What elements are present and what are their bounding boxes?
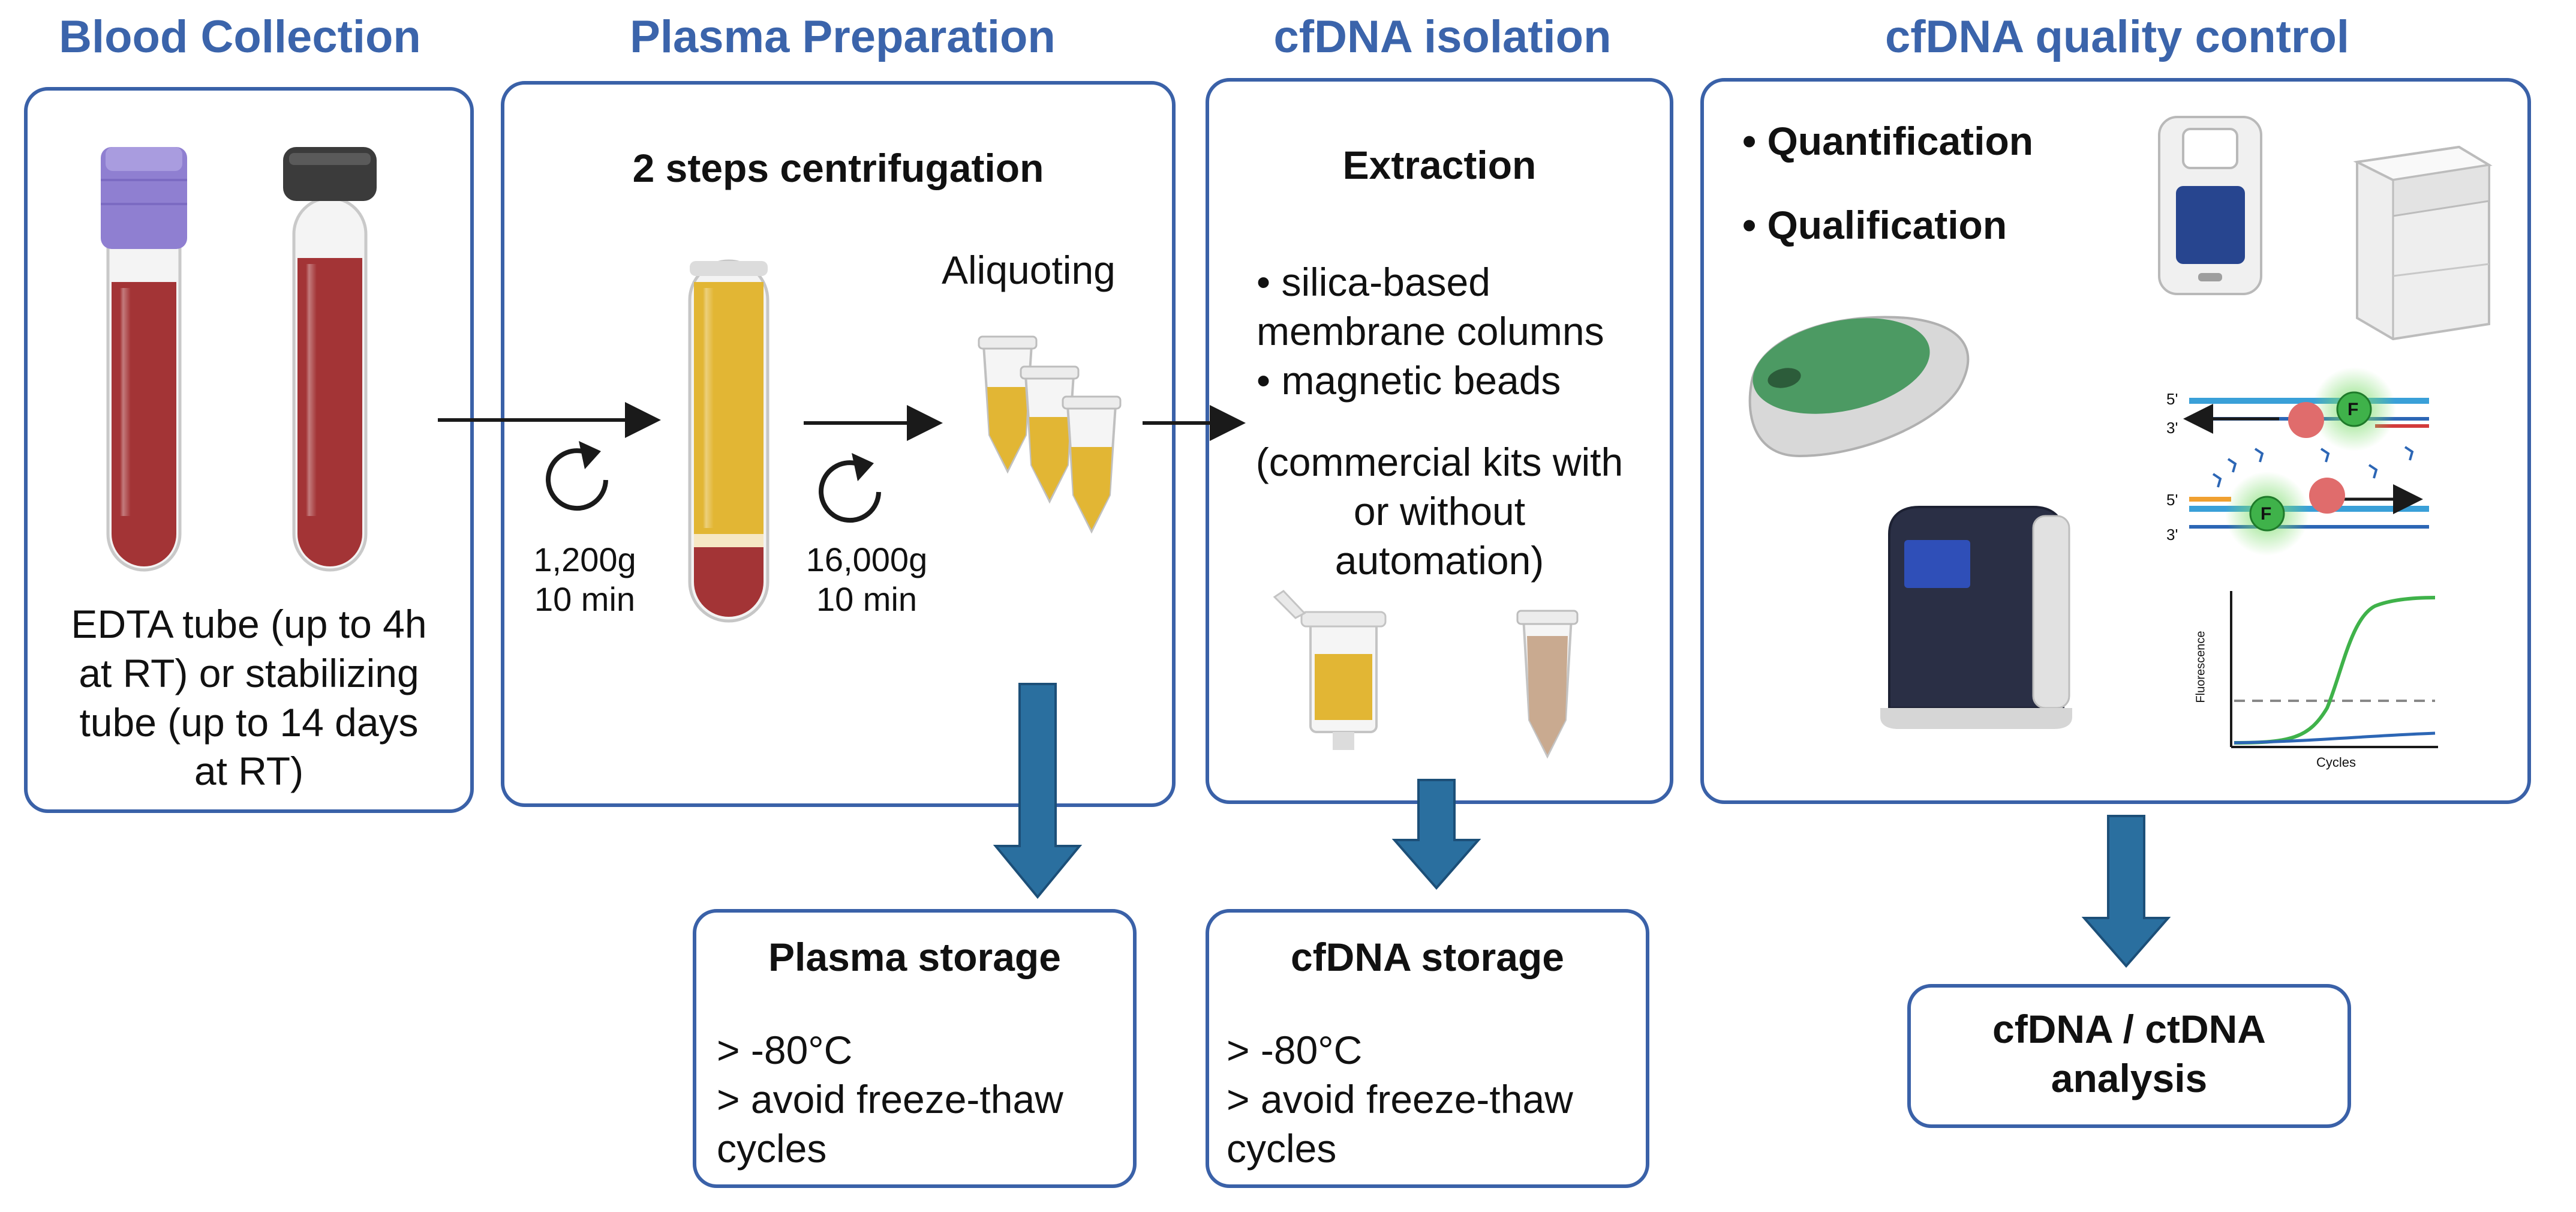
extraction-note: (commercial kits with or without automat… [1206,438,1673,585]
heading-quality-control: cfDNA quality control [1884,11,2350,62]
spin2-label: 16,000g 10 min [795,540,939,619]
centrifuged-tube-icon [688,259,770,623]
storage-line: > avoid freeze-thaw [717,1076,1063,1121]
spin1-label: 1,200g 10 min [522,540,648,619]
down-arrow-analysis [2081,815,2171,968]
heading-cfdna-isolation: cfDNA isolation [1273,11,1612,62]
magnetic-bead-tube-icon [1516,610,1579,759]
plot-ylabel: Fluorescence [2194,631,2208,703]
electrophoresis-instrument-icon [2353,145,2493,341]
caption-line: at RT) or stabilizing [79,650,419,695]
qc-bullet-text: Qualification [1767,203,2007,247]
method-line: membrane columns [1257,308,1604,353]
extraction-subtitle: Extraction [1342,143,1537,187]
cfdna-storage-title: cfDNA storage [1291,935,1564,979]
analysis-label: cfDNA / ctDNA analysis [1907,1005,2351,1103]
analysis-line: analysis [2051,1055,2208,1100]
strand-label-3a: 3' [2166,419,2178,437]
storage-line: cycles [717,1126,827,1171]
taqman-probe-diagram [2183,367,2429,556]
storage-line: > -80°C [1227,1028,1363,1072]
spin1-time: 10 min [534,580,636,619]
heading-blood-collection: Blood Collection [59,11,421,62]
down-arrow-cfdna-storage [1391,779,1481,890]
plasma-storage-details: > -80°C > avoid freeze-thaw cycles [717,1026,1063,1173]
plot-xlabel: Cycles [2316,755,2356,770]
method-line: • silica-based [1257,260,1490,304]
edta-tube-icon [101,147,187,572]
probe-label-a: F [2347,400,2359,419]
strand-label-3b: 3' [2166,526,2178,544]
amplification-plot [2230,591,2438,748]
probe-label-b: F [2261,504,2272,524]
note-line: (commercial kits with [1255,440,1624,484]
fluorometer-icon [2158,116,2262,295]
cfdna-storage-details: > -80°C > avoid freeze-thaw cycles [1227,1026,1573,1173]
storage-line: > avoid freeze-thaw [1227,1076,1573,1121]
rotation-icon [546,441,608,511]
extraction-methods: • silica-based membrane columns • magnet… [1257,258,1604,405]
heading-plasma-preparation: Plasma Preparation [630,11,1056,62]
down-arrow-plasma-storage [993,683,1083,899]
panel-analysis [1907,984,2351,1128]
strand-label-5b: 5' [2166,491,2178,509]
caption-line: EDTA tube (up to 4h [71,602,427,646]
stabilizing-tube-icon [283,147,377,572]
storage-line: cycles [1227,1126,1337,1171]
aliquot-tubes-icon [978,335,1122,534]
spin2-speed: 16,000g [805,541,928,578]
panel-cfdna-storage [1206,909,1649,1188]
method-line: • magnetic beads [1257,358,1561,403]
panel-blood-collection [24,87,474,813]
spectrophotometer-icon [1748,316,1970,458]
panel-plasma-storage [693,909,1137,1188]
caption-line: tube (up to 14 days [79,700,419,745]
strand-label-5a: 5' [2166,390,2178,408]
qc-bullet-text: Quantification [1767,119,2034,163]
plasma-storage-title: Plasma storage [768,935,1061,979]
note-line: or without [1353,488,1526,533]
centrifugation-subtitle: 2 steps centrifugation [632,146,1044,190]
analysis-line: cfDNA / ctDNA [1992,1007,2266,1051]
spin1-speed: 1,200g [533,541,636,578]
note-line: automation) [1334,538,1544,583]
qc-bullet-quantification: • Quantification [1742,119,2034,163]
rotation-icon [819,453,881,523]
blood-collection-caption: EDTA tube (up to 4h at RT) or stabilizin… [24,600,474,796]
caption-line: at RT) [194,749,304,794]
storage-line: > -80°C [717,1028,853,1072]
spin2-time: 10 min [816,580,918,619]
qc-bullet-qualification: • Qualification [1742,203,2007,247]
aliquoting-label: Aliquoting [942,248,1116,292]
spin-column-icon [1273,590,1387,750]
qpcr-instrument-icon [1880,506,2072,729]
